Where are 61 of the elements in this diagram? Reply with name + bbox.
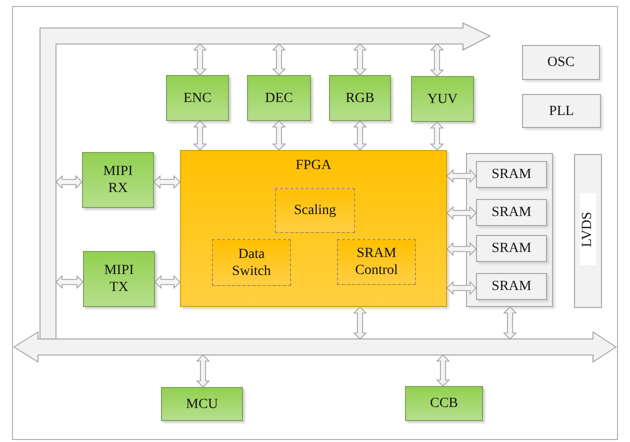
- node-label: RGB: [346, 90, 374, 106]
- double-arrow: [503, 306, 517, 340]
- function-box: [275, 188, 355, 233]
- module-box: [166, 75, 229, 121]
- module-box: [476, 161, 547, 188]
- bus-band: [40, 23, 490, 340]
- module-box: [476, 199, 547, 226]
- node-label: ENC: [184, 90, 212, 106]
- node-label: SRAM: [492, 166, 532, 183]
- function-box: [212, 239, 291, 286]
- node-label: YUV: [427, 90, 458, 108]
- double-arrow: [430, 121, 444, 151]
- node-label: MIPI RX: [102, 163, 134, 197]
- double-arrow: [353, 120, 367, 151]
- module-box: [466, 153, 553, 307]
- node-label: CCB: [430, 395, 458, 412]
- module-box: [82, 152, 154, 208]
- double-arrow: [446, 242, 477, 256]
- node-label: SRAM: [492, 204, 532, 221]
- interface-bar: [574, 154, 602, 308]
- double-arrow: [196, 354, 210, 388]
- module-box: [522, 45, 600, 80]
- module-box: [476, 235, 547, 262]
- double-arrow: [153, 175, 181, 189]
- module-box: [476, 273, 547, 300]
- node-label: SRAM Control: [354, 245, 399, 279]
- double-arrow: [193, 43, 207, 76]
- double-arrow: [446, 169, 477, 183]
- module-box: [411, 76, 474, 122]
- double-arrow: [193, 120, 207, 151]
- module-box: [161, 387, 243, 421]
- node-label: DEC: [265, 90, 293, 106]
- double-arrow: [436, 354, 450, 387]
- double-arrow: [272, 120, 286, 151]
- node-label: LVDS: [580, 211, 596, 247]
- double-arrow: [353, 306, 367, 340]
- module-box: [329, 75, 391, 121]
- double-arrow: [446, 206, 477, 220]
- node-label: SRAM: [492, 240, 532, 257]
- node-label: Data Switch: [231, 246, 272, 280]
- node-label: OSC: [547, 54, 575, 71]
- node-label: MIPI TX: [103, 262, 135, 296]
- module-box: [247, 75, 311, 121]
- function-box: [337, 239, 416, 285]
- node-label: PLL: [549, 102, 574, 120]
- fpga-block: [180, 150, 447, 307]
- double-arrow: [446, 281, 477, 295]
- double-arrow: [55, 175, 83, 189]
- bus-band: [14, 332, 616, 362]
- node-label: FPGA: [296, 157, 332, 174]
- node-label: MCU: [186, 396, 218, 412]
- node-label: Scaling: [294, 202, 336, 219]
- module-box: [405, 386, 483, 421]
- module-box: [83, 251, 155, 307]
- node-label: SRAM: [492, 278, 532, 295]
- double-arrow: [353, 43, 367, 76]
- double-arrow: [55, 275, 84, 289]
- double-arrow: [154, 275, 181, 289]
- double-arrow: [430, 43, 444, 77]
- double-arrow: [272, 43, 286, 76]
- module-box: [522, 94, 601, 128]
